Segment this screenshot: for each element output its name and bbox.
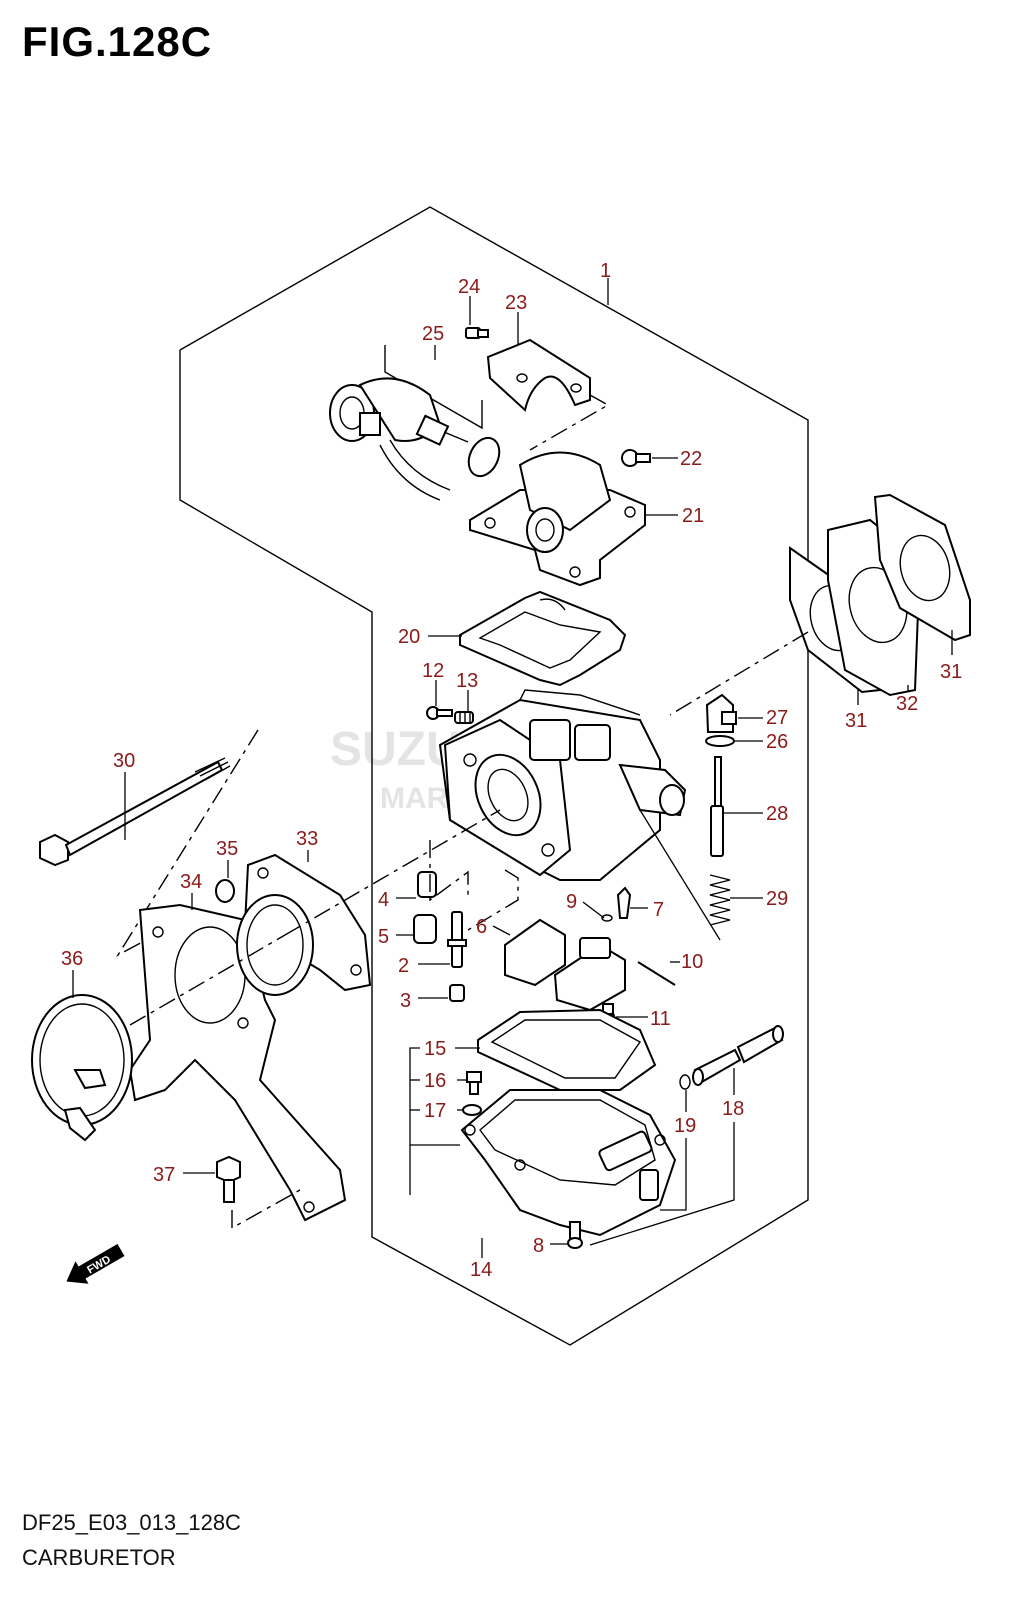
figure-subtitle: CARBURETOR [22,1545,176,1570]
callout-31-right: 31 [940,661,962,683]
callout-11: 11 [650,1008,671,1030]
callout-18: 18 [722,1098,744,1120]
callout-5: 5 [378,926,389,948]
clamp-36 [31,994,133,1142]
screw-24 [465,327,489,339]
dashed-guide-31 [669,631,809,716]
callout-13: 13 [456,670,478,692]
callout-9: 9 [566,891,577,913]
throttle-sensor-25 [329,377,469,501]
callout-8: 8 [533,1235,544,1257]
callout-19: 19 [674,1115,696,1137]
cover-21 [469,451,646,587]
needle-28 [710,756,724,857]
callout-22: 22 [680,448,702,470]
gasket-15 [477,1008,657,1091]
hose-18 [692,1025,784,1086]
carburetor-body [438,689,687,881]
callout-36: 36 [61,948,83,970]
flange-33 [236,853,372,996]
drain-screw-16 [466,1071,482,1095]
callout-12: 12 [422,660,444,682]
needle-valve-7 [616,886,632,919]
clip-19 [679,1074,691,1090]
leader-lines [72,278,953,1258]
callout-6: 6 [476,916,487,938]
callout-37: 37 [153,1164,175,1186]
callout-28: 28 [766,803,788,825]
jet-5 [413,914,437,944]
callout-15: 15 [424,1038,446,1060]
callout-21: 21 [682,505,704,527]
bracket-25 [384,345,483,430]
clip-26 [705,735,735,747]
dashed-guide-23 [529,394,610,451]
float-bowl-14 [460,1089,677,1237]
guide-line-29 [639,809,721,941]
bolt-37 [216,1155,241,1203]
callout-4: 4 [378,889,389,911]
float-right [553,937,626,1012]
jet-3 [449,984,465,1002]
dashed-guide-4 [467,869,519,931]
callout-35: 35 [216,838,238,860]
callout-labels: 1 2 3 4 5 6 7 8 9 10 11 12 13 14 15 16 1… [61,260,962,1281]
bolt-30 [39,757,231,867]
callout-20: 20 [398,626,420,648]
callout-2: 2 [398,955,409,977]
jet-4 [417,871,437,898]
spring-13 [454,711,474,724]
callout-29: 29 [766,888,788,910]
callout-25: 25 [422,323,444,345]
callout-10: 10 [681,951,703,973]
callout-3: 3 [400,990,411,1012]
spring-29 [709,874,731,926]
gasket-31-inner [873,493,971,642]
dashed-guide-37 [231,1189,301,1230]
callout-34: 34 [180,871,202,893]
gasket-20 [459,590,627,687]
screw-22 [621,449,651,467]
callout-27: 27 [766,707,788,729]
clip-9 [601,914,613,922]
callout-26: 26 [766,731,788,753]
pin-10 [637,961,676,986]
figure-title: FIG.128C [22,18,213,65]
dashed-guide-33 [284,809,501,936]
o-ring-17 [462,1104,482,1116]
callout-30: 30 [113,750,135,772]
float-6 [504,918,566,987]
screw-8 [567,1221,583,1249]
fwd-label: FWD [85,1253,113,1276]
callout-14: 14 [470,1259,492,1281]
gasket-15-inner [490,1019,642,1079]
figure-code: DF25_E03_013_128C [22,1510,241,1535]
dashed-guide-2 [429,840,469,902]
callout-7: 7 [653,899,664,921]
callout-24: 24 [458,276,480,298]
callout-32: 32 [896,693,918,715]
callout-23: 23 [505,292,527,314]
callout-31-left: 31 [845,710,867,732]
callout-17: 17 [424,1100,446,1122]
dashed-guide-36 [129,934,286,1026]
assembly-outline [179,206,809,1346]
callout-16: 16 [424,1070,446,1092]
o-ring [467,436,501,478]
callout-1: 1 [600,260,611,282]
callout-33: 33 [296,828,318,850]
tube-2 [447,911,467,968]
dashed-guide-30 [116,729,259,957]
clamp-23 [486,338,591,412]
screw-12 [426,706,453,720]
plug-35 [215,879,235,903]
cap-27 [705,693,737,733]
fwd-arrow-icon: FWD [66,1243,125,1284]
